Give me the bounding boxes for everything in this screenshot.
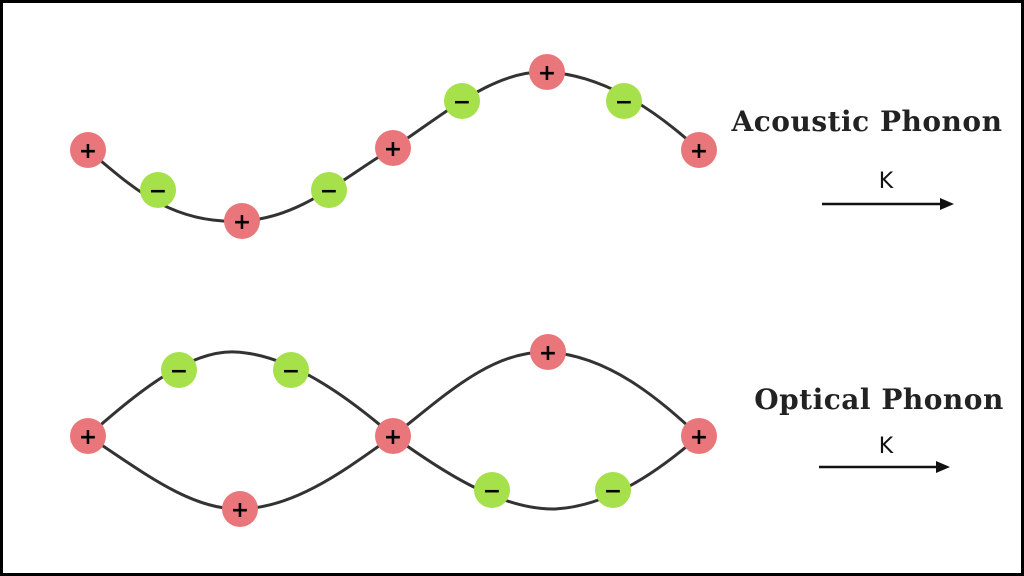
atom-circle <box>529 54 565 90</box>
acoustic-atom-negative: − <box>311 172 347 208</box>
acoustic-atom-positive: + <box>224 203 260 239</box>
plus-sign-icon: + <box>231 498 249 523</box>
plus-sign-icon: + <box>384 425 402 450</box>
optical-atom-positive: + <box>530 334 566 370</box>
acoustic-atoms: + − + − + − + − + <box>70 54 717 239</box>
atom-circle <box>222 491 258 527</box>
plus-sign-icon: + <box>233 210 251 235</box>
plus-sign-icon: + <box>690 139 708 164</box>
optical-atom-positive: + <box>681 418 717 454</box>
atom-circle <box>140 172 176 208</box>
atom-circle <box>224 203 260 239</box>
acoustic-atom-negative: − <box>444 83 480 119</box>
atom-circle <box>681 132 717 168</box>
optical-atom-positive: + <box>375 418 411 454</box>
minus-sign-icon: − <box>483 479 501 504</box>
atom-circle <box>474 472 510 508</box>
acoustic-arrow-icon <box>822 198 954 210</box>
atom-circle <box>530 334 566 370</box>
atom-circle <box>606 83 642 119</box>
minus-sign-icon: − <box>149 179 167 204</box>
minus-sign-icon: − <box>282 359 300 384</box>
atom-circle <box>375 418 411 454</box>
optical-k-label: K <box>879 434 894 459</box>
atom-circle <box>375 130 411 166</box>
atom-circle <box>595 472 631 508</box>
plus-sign-icon: + <box>79 139 97 164</box>
atom-circle <box>70 418 106 454</box>
optical-atom-positive: + <box>70 418 106 454</box>
atom-circle <box>70 132 106 168</box>
acoustic-atom-negative: − <box>140 172 176 208</box>
minus-sign-icon: − <box>453 90 471 115</box>
acoustic-atom-positive: + <box>681 132 717 168</box>
plus-sign-icon: + <box>384 137 402 162</box>
plus-sign-icon: + <box>79 425 97 450</box>
atom-circle <box>444 83 480 119</box>
optical-atom-negative: − <box>595 472 631 508</box>
optical-atom-negative: − <box>273 352 309 388</box>
acoustic-atom-positive: + <box>529 54 565 90</box>
optical-arrow-icon <box>819 461 950 473</box>
atom-circle <box>311 172 347 208</box>
acoustic-atom-positive: + <box>70 132 106 168</box>
acoustic-atom-positive: + <box>375 130 411 166</box>
optical-atom-positive: + <box>222 491 258 527</box>
atom-circle <box>161 352 197 388</box>
phonon-diagram: Acoustic Phonon K Optical Phonon K +−+−+… <box>70 54 1004 527</box>
optical-atoms: + − − + + + − − + <box>70 334 717 527</box>
plus-sign-icon: + <box>690 425 708 450</box>
atom-circle <box>273 352 309 388</box>
atom-circle <box>681 418 717 454</box>
plus-sign-icon: + <box>539 341 557 366</box>
minus-sign-icon: − <box>320 179 338 204</box>
optical-title: Optical Phonon <box>754 383 1004 416</box>
plus-sign-icon: + <box>538 61 556 86</box>
minus-sign-icon: − <box>615 90 633 115</box>
acoustic-atom-negative: − <box>606 83 642 119</box>
acoustic-title: Acoustic Phonon <box>731 105 1003 138</box>
minus-sign-icon: − <box>604 479 622 504</box>
acoustic-k-label: K <box>879 169 894 194</box>
minus-sign-icon: − <box>170 359 188 384</box>
optical-atom-negative: − <box>474 472 510 508</box>
optical-atom-negative: − <box>161 352 197 388</box>
